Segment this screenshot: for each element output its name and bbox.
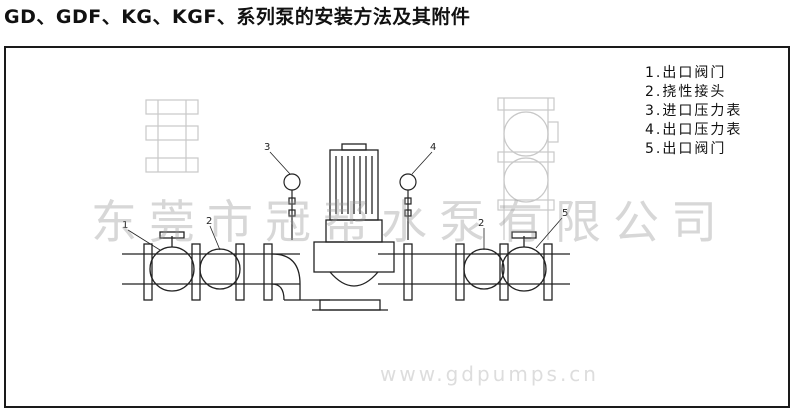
callout-3: 3 xyxy=(264,142,270,153)
inlet-pressure-gauge-icon xyxy=(283,173,301,191)
pump-body xyxy=(312,143,395,311)
page-title: GD、GDF、KG、KGF、系列泵的安装方法及其附件 xyxy=(4,6,471,28)
callout-2-left: 2 xyxy=(206,216,212,227)
legend-item: 4.出口压力表 xyxy=(645,122,743,138)
outlet-pressure-gauge-icon xyxy=(399,173,417,191)
callout-2-right: 2 xyxy=(478,218,484,229)
legend-item: 5.出口阀门 xyxy=(645,141,727,157)
pressure-gauges xyxy=(283,173,417,240)
legend: 1.出口阀门 2.挠性接头 3.进口压力表 4.出口压力表 5.出口阀门 xyxy=(645,64,742,159)
legend-item: 1.出口阀门 xyxy=(645,65,727,81)
watermark-url: www.gdpumps.cn xyxy=(380,362,599,386)
callout-1: 1 xyxy=(122,220,128,231)
legend-item: 2.挠性接头 xyxy=(645,84,727,100)
diagram-frame xyxy=(4,46,790,408)
ghost-background-drawing xyxy=(145,97,559,240)
callout-leaders xyxy=(127,151,563,251)
callout-5: 5 xyxy=(562,208,568,219)
main-pipeline xyxy=(122,231,570,301)
legend-item: 3.进口压力表 xyxy=(645,103,743,119)
callout-4: 4 xyxy=(430,142,436,153)
